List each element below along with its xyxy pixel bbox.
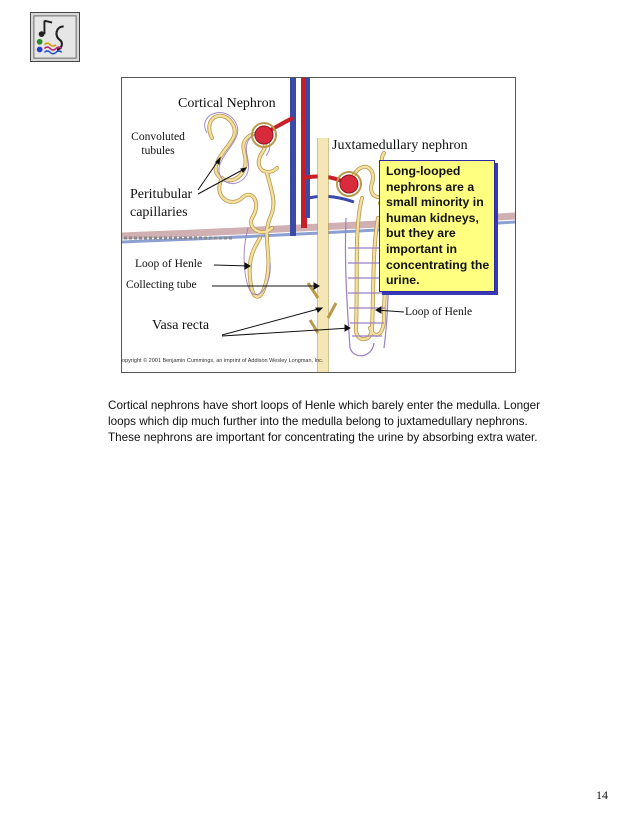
label-collecting-tube: Collecting tube	[126, 279, 197, 291]
caption-text: Cortical nephrons have short loops of He…	[108, 399, 541, 445]
label-juxtamedullary-nephron: Juxtamedullary nephron	[332, 138, 468, 153]
page-number: 14	[596, 788, 608, 802]
copyright-credit: opyright © 2001 Benjamin Cummings, an im…	[122, 358, 324, 364]
logo-icon	[30, 12, 80, 62]
nephron-figure: Cortical Nephron Convoluted tubules Juxt…	[121, 77, 516, 373]
label-vasa-recta: Vasa recta	[152, 318, 210, 333]
label-cortical-nephron: Cortical Nephron	[178, 96, 276, 111]
callout-box: Long-looped nephrons are a small minorit…	[379, 160, 495, 292]
label-convoluted-tubules: Convoluted tubules	[131, 131, 185, 157]
label-loop-of-henle-juxtamedullary: Loop of Henle	[405, 306, 473, 318]
label-loop-of-henle-cortical: Loop of Henle	[135, 258, 203, 270]
label-peritubular-capillaries: Peritubular capillaries	[130, 187, 193, 220]
